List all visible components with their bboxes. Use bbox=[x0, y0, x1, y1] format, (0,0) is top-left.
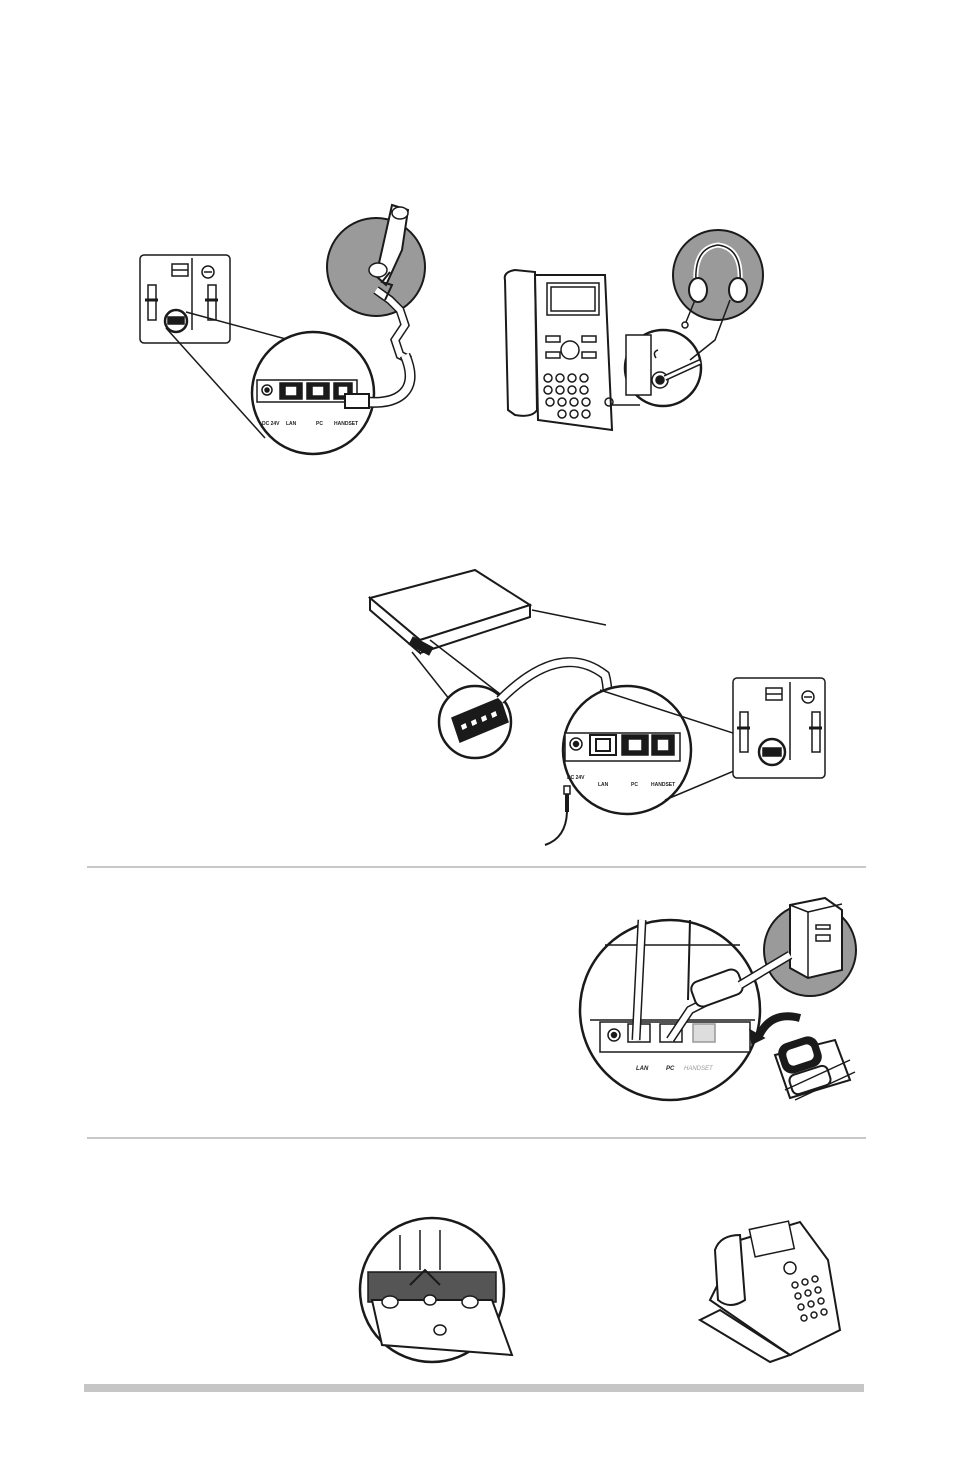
phone-on-stand-icon bbox=[700, 1221, 840, 1362]
power-port-label: DC 24V bbox=[262, 421, 280, 427]
port-panel-zoom-b bbox=[563, 686, 691, 814]
handset-port-label: HANDSET bbox=[334, 421, 358, 427]
section-divider bbox=[87, 1137, 866, 1139]
network-connection-figure bbox=[370, 570, 825, 845]
stand-bracket-icon bbox=[360, 1218, 512, 1362]
ferrite-bead-icon bbox=[775, 1035, 855, 1100]
pc-connection-figure bbox=[580, 898, 856, 1100]
desk-phone-icon bbox=[505, 270, 613, 430]
lan-port-label: LAN bbox=[286, 421, 297, 427]
network-switch-icon bbox=[370, 570, 530, 655]
phone-back-panel-icon bbox=[140, 255, 230, 343]
pc-port-label: PC bbox=[316, 421, 323, 427]
handset-connection-figure bbox=[140, 205, 425, 454]
section-divider bbox=[87, 866, 866, 868]
headset-connection-figure bbox=[505, 230, 763, 430]
pc-port-label: PC bbox=[631, 782, 638, 788]
pc-port-label: PC bbox=[666, 1066, 675, 1072]
lan-port-label: LAN bbox=[636, 1066, 649, 1072]
power-cord-icon bbox=[545, 786, 570, 845]
power-port-label: DC 24V bbox=[567, 775, 585, 781]
stand-figure bbox=[360, 1218, 840, 1362]
phone-back-panel-icon-b bbox=[733, 678, 825, 778]
pc-port-zoom bbox=[580, 920, 760, 1100]
handset-port-label: HANDSET bbox=[684, 1066, 714, 1072]
headset-jack-zoom bbox=[625, 330, 701, 406]
lan-port-label: LAN bbox=[598, 782, 609, 788]
footer-bar bbox=[84, 1384, 864, 1392]
computer-tower-icon bbox=[740, 898, 856, 996]
handset-port-label: HANDSET bbox=[651, 782, 675, 788]
